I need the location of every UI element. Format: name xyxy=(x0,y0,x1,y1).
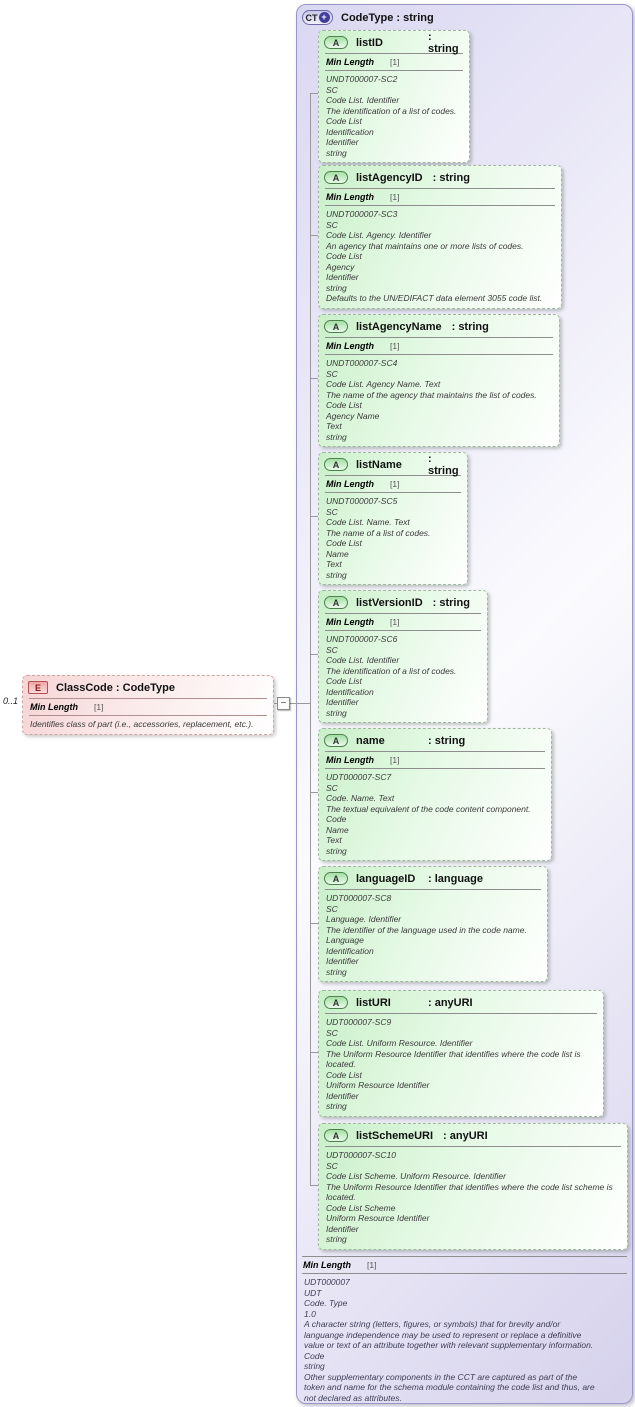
expand-icon[interactable]: + xyxy=(318,12,330,23)
divider xyxy=(302,1273,627,1274)
codetype-title: CodeType : string xyxy=(341,11,434,24)
facet-row: Min Length [1] xyxy=(28,700,268,714)
annotation-row: A character string (letters, figures, or… xyxy=(304,1319,594,1350)
collapse-toggle-icon[interactable]: − xyxy=(277,697,290,710)
facet-value: [1] xyxy=(94,702,104,712)
element-icon: E xyxy=(28,681,48,694)
complex-type-icon: CT + xyxy=(302,10,333,25)
facet-row: Min Length [1] xyxy=(301,1258,628,1272)
facet-label: Min Length xyxy=(303,1260,351,1270)
codetype-box: CT + CodeType : string Min Length [1] UD… xyxy=(296,4,633,1404)
attribute-group-line xyxy=(310,93,311,1186)
annotation-row: Code xyxy=(304,1350,325,1361)
annotation-row: UDT xyxy=(304,1287,322,1298)
classcode-header: E ClassCode : CodeType xyxy=(28,678,268,697)
annotation-row: UDT000007 xyxy=(304,1277,350,1287)
connector-line xyxy=(290,703,311,704)
classcode-box: E ClassCode : CodeType Min Length [1] Id… xyxy=(22,675,274,735)
codetype-header: CT + CodeType : string xyxy=(302,10,434,25)
divider xyxy=(29,715,267,716)
classcode-title: ClassCode : CodeType xyxy=(56,681,175,694)
annotation-row: 1.0 xyxy=(304,1308,316,1319)
divider xyxy=(29,698,267,699)
annotation-row: Identifies class of part (i.e., accessor… xyxy=(30,719,254,729)
annotation-row: string xyxy=(304,1361,325,1371)
divider xyxy=(302,1256,627,1257)
cardinality-label: 0..1 xyxy=(3,696,19,706)
facet-label: Min Length xyxy=(30,702,78,712)
annotation-row: Code. Type xyxy=(304,1298,348,1308)
facet-value: [1] xyxy=(367,1260,377,1270)
annotation-row: Other supplementary components in the CC… xyxy=(304,1371,595,1403)
complex-type-icon-label: CT xyxy=(305,12,318,23)
